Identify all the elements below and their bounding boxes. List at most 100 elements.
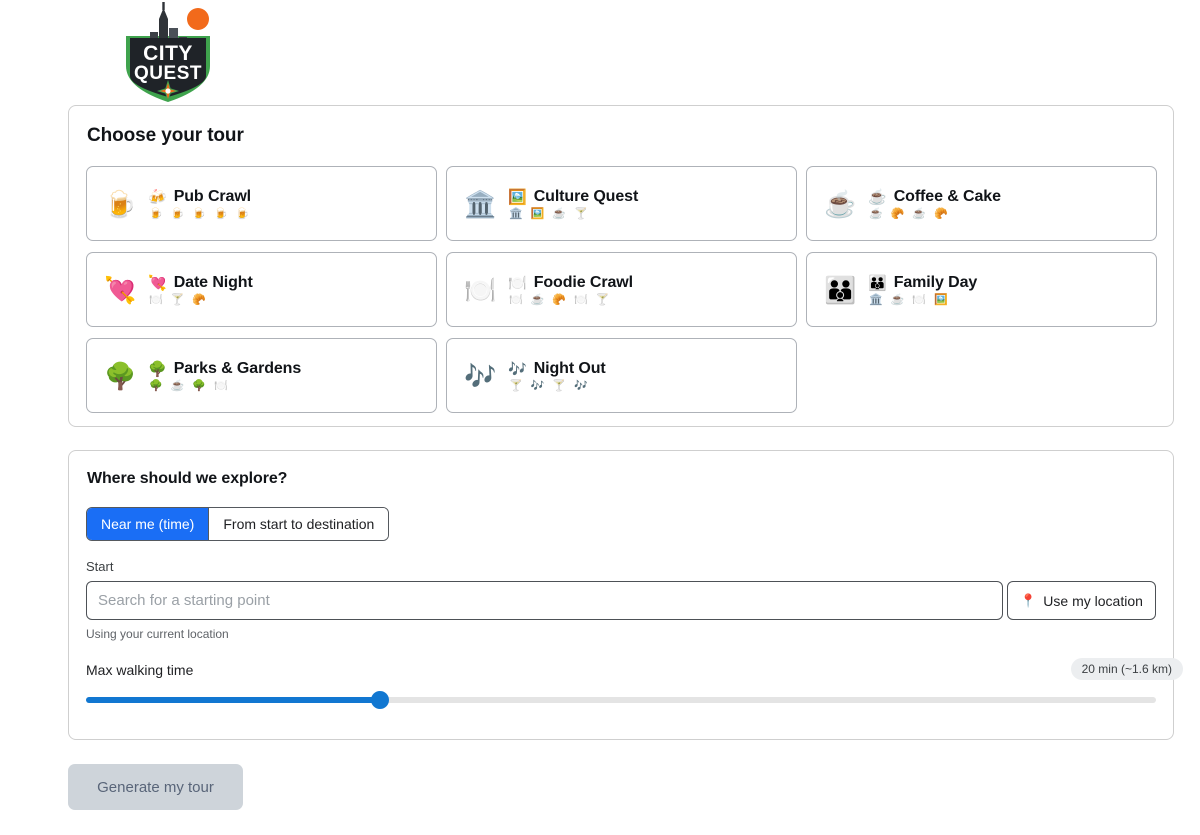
stop-icon: 🍺 (192, 208, 207, 220)
stop-icon: ☕ (552, 208, 567, 220)
stop-icon: 🌳 (192, 380, 207, 392)
tour-card-text: ☕Coffee & Cake☕🥐☕🥐 (868, 187, 1001, 220)
stop-icon: 🎶 (530, 380, 545, 392)
tour-card-icon: ☕ (824, 188, 857, 219)
generate-tour-button[interactable]: Generate my tour (68, 764, 243, 810)
tour-card-icon: 👪 (824, 274, 857, 305)
stop-icon: 🖼️ (934, 294, 948, 306)
max-walking-time-slider[interactable] (86, 691, 1156, 709)
walking-time-badge: 20 min (~1.6 km) (1070, 658, 1183, 680)
tour-card-title: Pub Crawl (173, 188, 252, 205)
svg-text:CITY: CITY (143, 42, 193, 65)
tour-card-title: Culture Quest (533, 188, 639, 205)
stop-icon: 🍸 (552, 380, 567, 392)
stop-icon: 🍺 (170, 208, 185, 220)
tour-card-title-icon: 🍽️ (508, 274, 527, 292)
stop-icon: 🏛️ (869, 294, 883, 306)
tour-card-icon: 🏛️ (464, 188, 497, 219)
tour-card-title-row: 🖼️ Culture Quest (508, 188, 638, 206)
toggle-divider (208, 508, 210, 540)
tour-card-stop-icons: 🍽️ ☕ 🥐 🍽️ 🍸 (508, 295, 633, 306)
tour-card-icon: 🎶 (464, 360, 497, 391)
app-logo: CITY QUEST (118, 2, 218, 104)
stop-icon: ☕ (530, 294, 545, 306)
tour-card-text: 🖼️ Culture Quest 🏛️🖼️☕🍸 (508, 187, 638, 220)
stop-icon: 🍽️ (214, 380, 228, 392)
tour-card-pub-crawl[interactable]: 🍺🍻Pub Crawl🍺🍺🍺🍺🍺 (86, 166, 437, 241)
tour-card-icon: 🍽️ (464, 274, 497, 305)
tour-card-title: Family Day (893, 274, 978, 291)
slider-track[interactable] (86, 697, 1156, 703)
explore-heading: Where should we explore? (87, 470, 288, 487)
tour-card-text: 🍻 Pub Crawl 🍺 🍺 🍺 🍺 🍺 (148, 187, 251, 220)
stop-icon: ☕ (869, 208, 883, 220)
tour-card-stop-icons: ☕ 🥐 ☕ 🥐 (868, 209, 1001, 220)
tour-card-title-icon: 🍻 (148, 188, 167, 206)
tour-card-title-icon: ☕ (868, 188, 887, 206)
slider-thumb[interactable] (371, 691, 390, 709)
stop-icon: 🍽️ (509, 294, 523, 306)
stop-icon: 🥐 (192, 294, 207, 306)
stop-icon: 🥐 (890, 208, 905, 220)
tour-card-culture-quest[interactable]: 🏛️ 🖼️ Culture Quest 🏛️🖼️☕🍸 (446, 166, 797, 241)
tour-card-date-night[interactable]: 💘💘Date Night🍽️🍸🥐 (86, 252, 437, 327)
tour-card-stop-icons: 🍺 🍺 🍺 🍺 🍺 (148, 209, 251, 220)
tour-card-icon: 💘 (104, 274, 137, 305)
tour-card-title-row: 🍻 Pub Crawl (148, 188, 251, 206)
start-input[interactable] (86, 581, 1003, 620)
tour-card-night-out[interactable]: 🎶🎶Night Out🍸🎶🍸🎶 (446, 338, 797, 413)
stop-icon: 🍸 (509, 380, 523, 392)
tour-card-stop-icons: 🍸 🎶 🍸 🎶 (508, 381, 606, 392)
tour-card-title-row: 🌳Parks & Gardens (148, 360, 301, 378)
stop-icon: 🍺 (214, 208, 228, 220)
stop-icon: 🍸 (170, 294, 185, 306)
tab-near-me[interactable]: Near me (time) (87, 508, 209, 540)
tour-card-title-icon: 🌳 (148, 360, 167, 378)
tour-card-title: Foodie Crawl (533, 274, 633, 291)
tour-card-text: 💘Date Night🍽️🍸🥐 (148, 273, 253, 306)
use-my-location-button[interactable]: 📍 Use my location (1007, 581, 1156, 620)
stop-icon: ☕ (912, 208, 927, 220)
stop-icon: 🍽️ (574, 294, 588, 306)
tour-card-grid: 🍺🍻Pub Crawl🍺🍺🍺🍺🍺🏛️🖼️Culture Quest🏛️🖼️☕🍸☕… (86, 166, 1158, 413)
tour-card-family-day[interactable]: 👪 👪 Family Day 🏛️ ☕ 🍽️ 🖼️ (806, 252, 1157, 327)
tour-card-coffee-and-cake[interactable]: ☕☕Coffee & Cake☕🥐☕🥐 (806, 166, 1157, 241)
choose-tour-panel: Choose your tour 🍺🍻Pub Crawl🍺🍺🍺🍺🍺🏛️🖼️Cul… (68, 105, 1174, 427)
tour-card-text: 👪 Family Day 🏛️ ☕ 🍽️ 🖼️ (868, 273, 977, 306)
tour-card-stop-icons: 🍽️ 🍸 🥐 (148, 295, 253, 306)
tour-card-parks-and-gardens[interactable]: 🌳🌳Parks & Gardens🌳☕🌳🍽️ (86, 338, 437, 413)
tour-card-title-row: 🎶 Night Out (508, 360, 606, 378)
stop-icon: ☕ (890, 294, 905, 306)
tour-card-title: Night Out (533, 360, 606, 377)
tour-card-title-row: ☕Coffee & Cake (868, 188, 1001, 206)
stop-icon: 🍸 (595, 294, 610, 306)
tour-card-stop-icons: 🏛️ ☕ 🍽️ 🖼️ (868, 295, 977, 306)
stop-icon: 🍺 (235, 208, 250, 220)
tour-card-title-icon: 💘 (148, 274, 167, 292)
mode-toggle-group: Near me (time) From start to destination (86, 507, 390, 541)
stop-icon: 🥐 (552, 294, 567, 306)
max-walking-time-label: Max walking time (86, 662, 194, 678)
start-field-label: Start (86, 559, 114, 574)
stop-icon: 🍽️ (912, 294, 927, 306)
tour-card-title-icon: 🖼️ (508, 188, 527, 206)
stop-icon: 🎶 (574, 380, 588, 392)
stop-icon: 🍺 (149, 208, 163, 220)
slider-fill (86, 697, 381, 703)
stop-icon: 🍽️ (149, 294, 163, 306)
tour-card-text: 🎶 Night Out 🍸 🎶 🍸 🎶 (508, 359, 606, 392)
use-my-location-label: Use my location (1043, 592, 1143, 609)
tour-card-text: 🍽️Foodie Crawl🍽️☕🥐🍽️🍸 (508, 273, 633, 306)
start-field-help-text: Using your current location (86, 627, 229, 641)
tour-card-foodie-crawl[interactable]: 🍽️🍽️Foodie Crawl🍽️☕🥐🍽️🍸 (446, 252, 797, 327)
tab-start-to-destination[interactable]: From start to destination (209, 508, 389, 540)
tour-card-icon: 🍺 (104, 188, 137, 219)
tour-card-title-row: 🍽️ Foodie Crawl (508, 274, 633, 292)
tour-card-stop-icons: 🌳☕🌳🍽️ (148, 381, 301, 392)
svg-text:QUEST: QUEST (134, 63, 202, 84)
tour-card-stop-icons: 🏛️🖼️☕🍸 (508, 209, 638, 220)
map-pin-icon: 📍 (1020, 593, 1037, 608)
tour-card-title-icon: 👪 (868, 274, 887, 292)
stop-icon: 🥐 (934, 208, 948, 220)
tour-card-title-icon: 🎶 (508, 360, 527, 378)
